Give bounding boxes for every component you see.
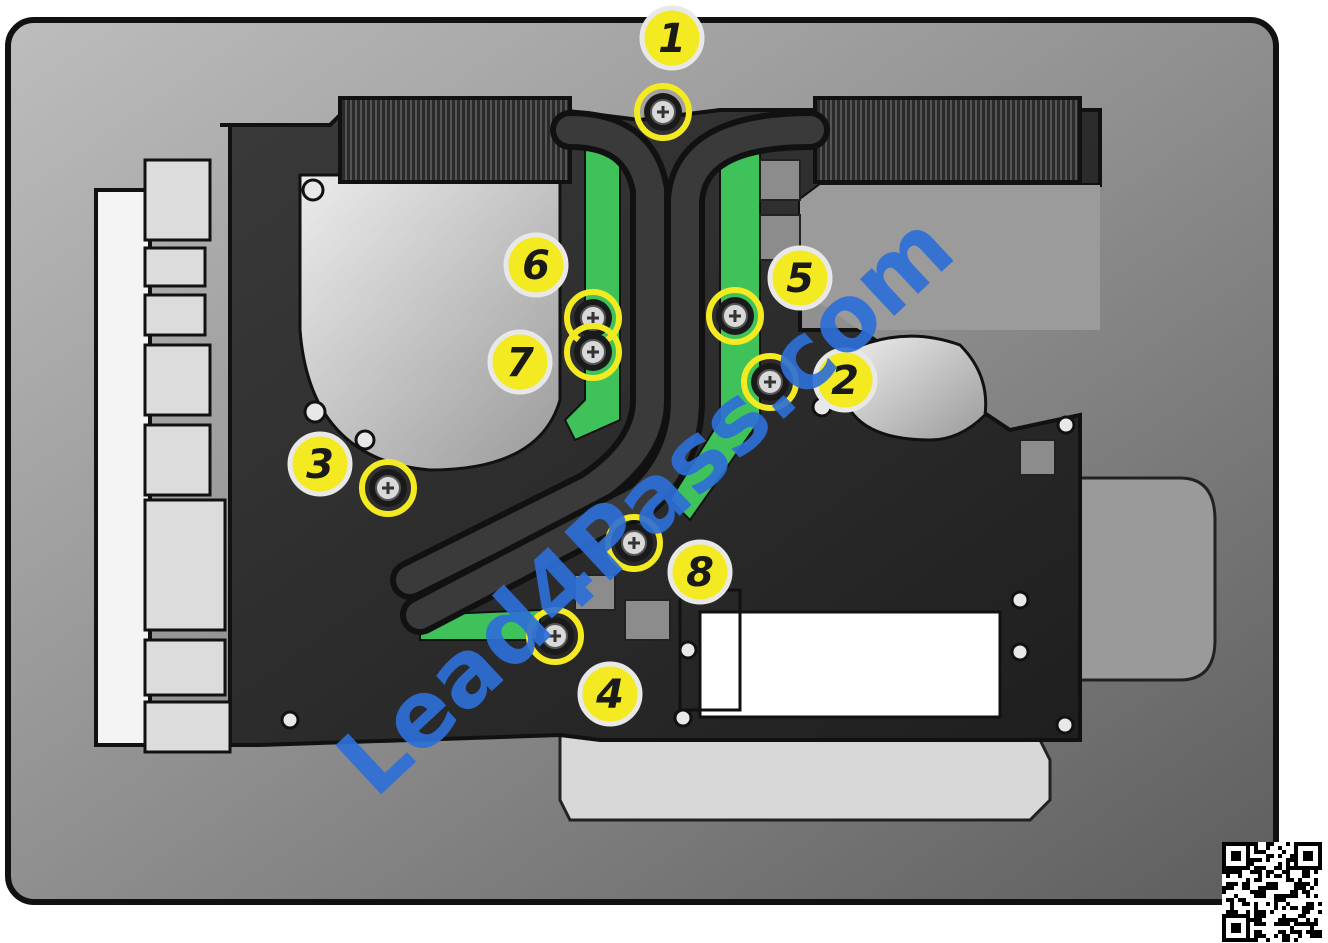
qr-code-icon: [1222, 842, 1322, 942]
callout-label-6: 6: [522, 243, 550, 289]
phillips-screw-icon: [382, 482, 394, 494]
phillips-screw-icon: [628, 537, 640, 549]
tray-left-edge: [94, 188, 152, 747]
heatsink-fins-right: [813, 96, 1082, 184]
fan-cutout: [298, 173, 562, 472]
callout-label-5: 5: [786, 256, 814, 302]
callout-label-3: 3: [306, 442, 334, 488]
screw-7[interactable]: [564, 323, 622, 381]
tray-right-recess: [1078, 476, 1217, 682]
callout-5: 5: [767, 245, 833, 311]
phillips-screw-icon: [587, 346, 599, 358]
screw-1[interactable]: [634, 83, 692, 141]
callout-3: 3: [287, 431, 353, 497]
phillips-screw-icon: [549, 630, 561, 642]
phillips-screw-icon: [729, 310, 741, 322]
callout-7: 7: [487, 329, 553, 395]
screw-8[interactable]: [605, 514, 663, 572]
callout-label-7: 7: [506, 340, 534, 386]
screw-5[interactable]: [706, 287, 764, 345]
callout-label-1: 1: [658, 16, 686, 62]
io-ports: [143, 158, 232, 754]
phillips-screw-icon: [587, 312, 599, 324]
screw-4[interactable]: [526, 607, 584, 665]
callout-4: 4: [577, 661, 643, 727]
phillips-screw-icon: [657, 106, 669, 118]
memory-slot-opening: [698, 610, 1002, 719]
callout-label-4: 4: [595, 672, 624, 718]
callout-8: 8: [667, 539, 733, 605]
right-cutout: [848, 334, 988, 442]
heatsink-fins-left: [338, 96, 572, 184]
callout-1: 1: [639, 5, 705, 71]
standoffs: [280, 178, 1076, 735]
heat-pipes: [390, 110, 830, 635]
callout-label-8: 8: [686, 550, 714, 596]
callout-6: 6: [503, 232, 569, 298]
callout-2: 2: [812, 347, 878, 413]
screw-2[interactable]: [741, 353, 799, 411]
phillips-screw-icon: [764, 376, 776, 388]
screw-3[interactable]: [359, 459, 417, 517]
callout-label-2: 2: [831, 358, 859, 404]
tray-gap-top-right: [800, 185, 1100, 330]
